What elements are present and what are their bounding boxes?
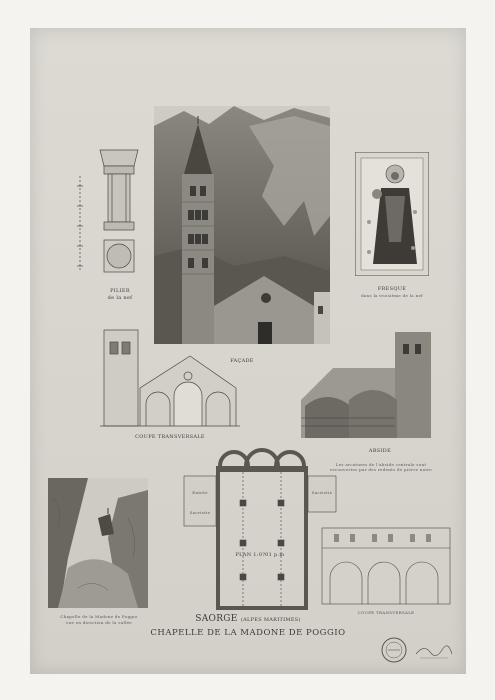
cross-section-drawing: COUPE TRANSVERSALE bbox=[100, 326, 240, 440]
signature bbox=[414, 640, 454, 662]
fresco-image: FRESQUE dans la troisième de la nef bbox=[355, 152, 429, 298]
valley-view-caption: Chapelle de la Madone de Poggio bbox=[60, 614, 138, 619]
title-line-1: SAORGE (ALPES MARITIMES) bbox=[140, 614, 356, 625]
longitudinal-section-drawing: COUPE TRANSVERSALE bbox=[320, 526, 452, 615]
apse-drawing: ABSIDE Les arcatures de l'abside central… bbox=[295, 330, 435, 472]
cross-section-caption: COUPE TRANSVERSALE bbox=[135, 434, 205, 440]
facade-watercolor: FAÇADE bbox=[154, 106, 330, 364]
plan-caption: PLAN 1:0?01 p.m bbox=[235, 552, 285, 558]
fresco-title: FRESQUE bbox=[377, 286, 407, 292]
valley-view-subcaption: vue en direction de la vallée bbox=[66, 620, 132, 625]
plan-label-entry: Entrée bbox=[192, 490, 208, 495]
pillar-title: PILIER bbox=[110, 288, 130, 294]
title-region: (ALPES MARITIMES) bbox=[240, 617, 301, 623]
floor-plan-drawing: Entrée Sacristie Sacristie PLAN 1:0?01 p… bbox=[180, 440, 340, 612]
second-section-caption: COUPE TRANSVERSALE bbox=[357, 610, 415, 615]
pillar-subtitle: de la nef bbox=[107, 295, 133, 301]
valley-view-drawing: Chapelle de la Madone de Poggio vue en d… bbox=[48, 478, 148, 625]
title-saorge: SAORGE bbox=[195, 614, 238, 624]
fresco-subtitle: dans la troisième de la nef bbox=[361, 293, 423, 298]
archive-stamp bbox=[380, 636, 408, 664]
plan-label-sacristy-right: Sacristie bbox=[311, 490, 333, 495]
plan-label-sacristy-left: Sacristie bbox=[189, 510, 211, 515]
facade-caption: FAÇADE bbox=[230, 358, 254, 364]
title-line-2: CHAPELLE DE LA MADONE DE POGGIO bbox=[150, 628, 346, 638]
apse-title: ABSIDE bbox=[368, 448, 392, 454]
apse-note: Les arcatures de l'abside centrale sont … bbox=[330, 462, 432, 472]
pillar-drawing: PILIER de la nef bbox=[70, 146, 150, 301]
drawing-sheet: PILIER de la nef bbox=[30, 28, 466, 674]
